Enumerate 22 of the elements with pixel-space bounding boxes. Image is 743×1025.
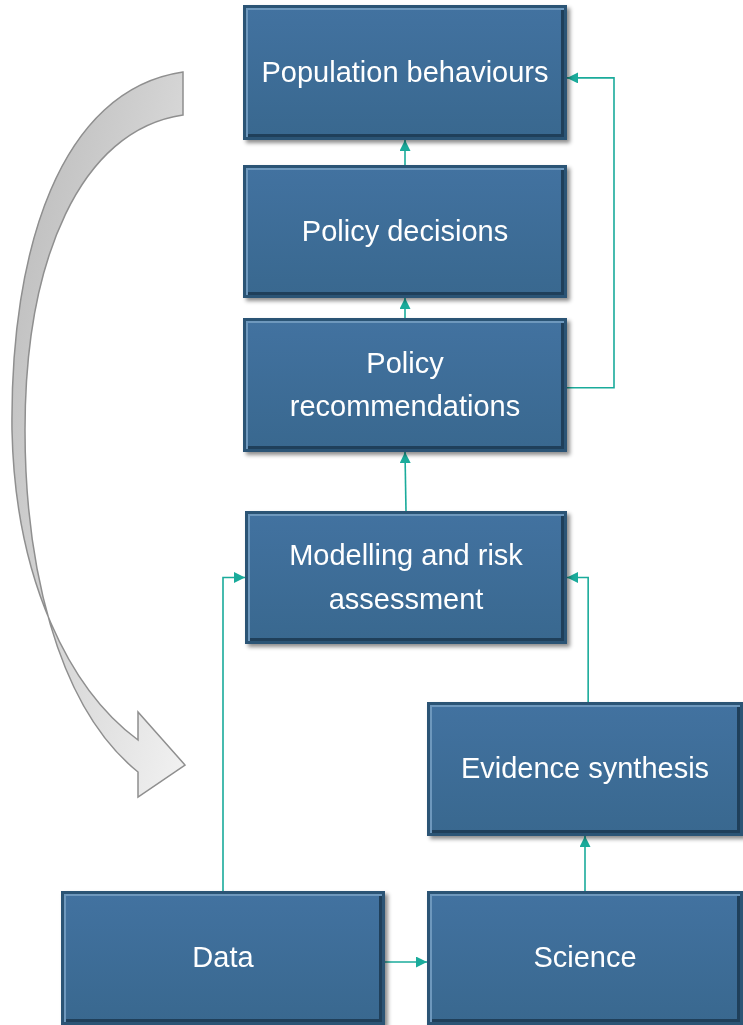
process-box bbox=[243, 318, 567, 452]
arrow bbox=[566, 72, 615, 389]
box-label: Policy decisions bbox=[301, 213, 509, 249]
process-box bbox=[427, 891, 743, 1025]
process-box bbox=[243, 5, 567, 140]
process-box bbox=[245, 511, 567, 644]
box-label: Data bbox=[192, 940, 254, 976]
arrow bbox=[399, 139, 411, 166]
box-label: Science bbox=[533, 940, 637, 976]
arrow bbox=[566, 572, 589, 703]
box-label: Policy recommendations bbox=[288, 345, 522, 424]
box-label: Modelling and risk assessment bbox=[288, 538, 524, 617]
process-box bbox=[243, 165, 567, 298]
arrow bbox=[399, 297, 411, 319]
arrow bbox=[384, 956, 428, 968]
process-box bbox=[427, 702, 743, 836]
box-label: Population behaviours bbox=[261, 54, 549, 90]
arrow bbox=[399, 451, 411, 512]
arrow bbox=[222, 572, 246, 892]
process-box bbox=[61, 891, 385, 1025]
arrow bbox=[579, 835, 591, 892]
box-label: Evidence synthesis bbox=[460, 751, 710, 787]
